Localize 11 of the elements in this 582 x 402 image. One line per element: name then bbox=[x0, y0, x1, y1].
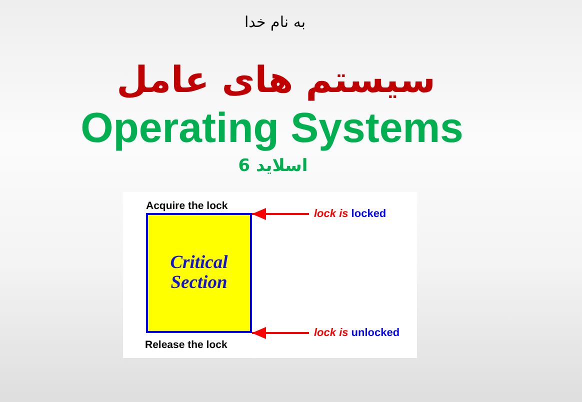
section-box: Critical Section bbox=[146, 213, 252, 333]
status-label: lock is unlocked bbox=[309, 326, 400, 340]
arrow bbox=[252, 208, 309, 220]
box-caption: Acquire the lock bbox=[146, 200, 228, 212]
box-caption: Release the lock bbox=[145, 338, 228, 352]
arrow bbox=[252, 327, 309, 339]
slide-title: سیستم های عامل bbox=[116, 61, 436, 101]
status-label: lock is locked bbox=[309, 208, 386, 220]
slide-number: اسلاید 6 bbox=[238, 156, 308, 176]
header-text: به نام خدا bbox=[244, 13, 306, 31]
slide-subtitle: Operating Systems bbox=[80, 105, 464, 151]
